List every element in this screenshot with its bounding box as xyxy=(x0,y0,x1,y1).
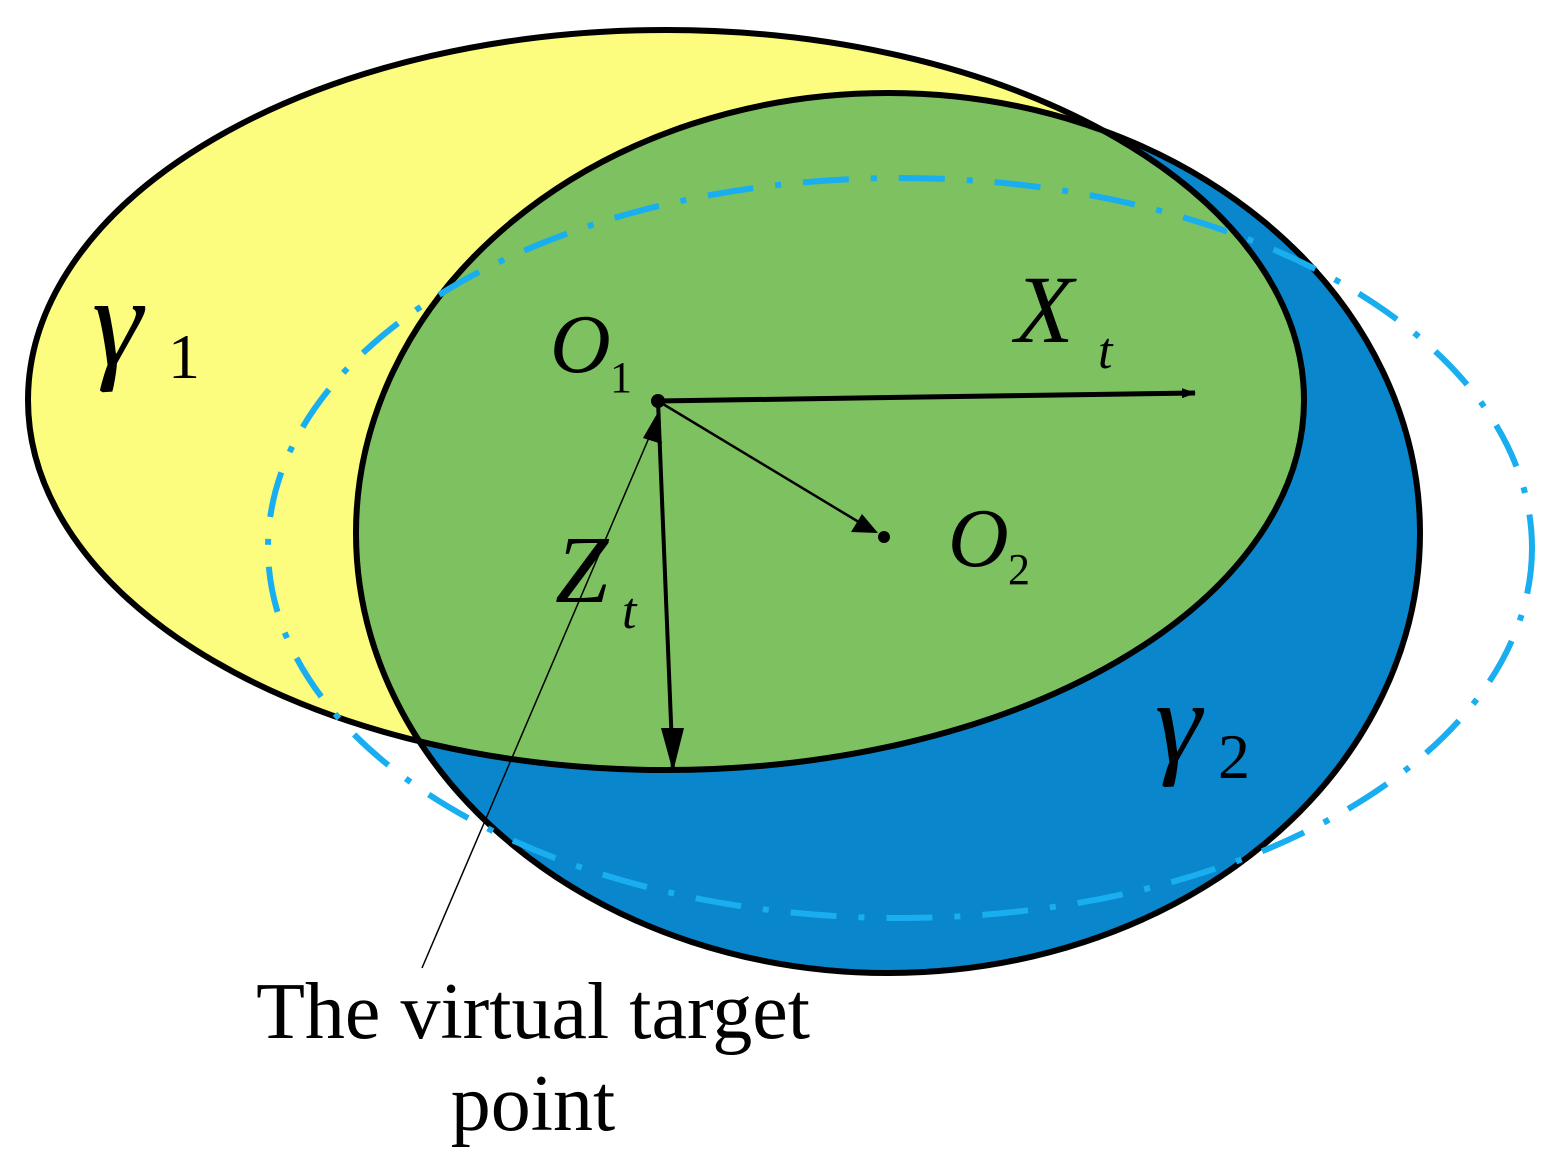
xt-label: X t xyxy=(1011,256,1114,380)
o1-subscript: 1 xyxy=(610,353,632,402)
o2-label: O 2 xyxy=(948,492,1030,594)
gamma1-label: γ 1 xyxy=(92,251,200,393)
zt-symbol: Z xyxy=(555,516,610,623)
gamma1-symbol: γ xyxy=(92,251,146,393)
o2-subscript: 2 xyxy=(1008,545,1030,594)
annotation-leader xyxy=(421,425,655,969)
zt-axis-arrow xyxy=(656,400,675,773)
ellipse-gamma1-outline xyxy=(25,27,1307,773)
o1-o2-arrowhead xyxy=(851,514,878,533)
o2-symbol: O xyxy=(948,492,1009,585)
dashed-ellipse xyxy=(265,175,1535,921)
gamma2-symbol: γ xyxy=(1155,657,1205,788)
o2-point xyxy=(878,531,890,543)
gamma2-label: γ 2 xyxy=(1155,657,1250,792)
xt-symbol: X xyxy=(1011,256,1077,363)
o1-label: O 1 xyxy=(550,298,632,402)
xt-axis-arrow xyxy=(657,388,1196,404)
o1-o2-vector xyxy=(657,399,873,532)
annotation-line2: point xyxy=(451,1060,615,1148)
zt-subscript: t xyxy=(622,583,638,640)
zt-label: Z t xyxy=(555,516,638,640)
annotation-text: The virtual target point xyxy=(256,968,810,1148)
gamma1-subscript: 1 xyxy=(168,321,200,392)
o1-point xyxy=(651,394,665,408)
xt-subscript: t xyxy=(1098,323,1114,380)
annotation-arrowhead xyxy=(643,412,662,444)
gamma2-subscript: 2 xyxy=(1218,721,1250,792)
annotation-line1: The virtual target xyxy=(256,968,810,1056)
zt-arrowhead xyxy=(661,728,684,772)
ellipse-gamma2-outline xyxy=(353,90,1423,976)
o1-symbol: O xyxy=(550,298,611,391)
